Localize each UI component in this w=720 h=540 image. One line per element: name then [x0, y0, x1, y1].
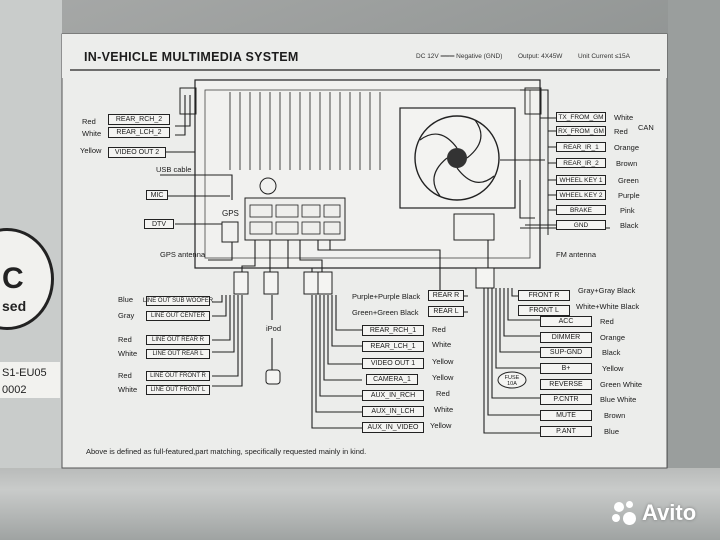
mid-speaker-box-1: REAR R [428, 290, 464, 301]
av-box-3: VIDEO OUT 1 [362, 358, 424, 369]
left-input-box-2: REAR_LCH_2 [108, 127, 170, 138]
av-color-4: Yellow [432, 373, 454, 382]
left-input-color-1: Red [82, 117, 96, 126]
gps-port-label: GPS [222, 209, 239, 218]
ipod-label: iPod [266, 324, 282, 333]
av-color-2: White [432, 340, 452, 349]
av-color-3: Yellow [432, 357, 454, 366]
right-power-color-6: Blue White [600, 395, 637, 404]
right-power-box-2: DIMMER [540, 332, 592, 343]
av-box-1: REAR_RCH_1 [362, 325, 424, 336]
chassis-bottom-edge [0, 468, 720, 540]
can-label: CAN [638, 123, 654, 132]
right-speaker-color-2: White+White Black [576, 302, 640, 311]
left-input-box-3: VIDEO OUT 2 [108, 147, 166, 158]
right-power-color-5: Green White [600, 380, 643, 389]
right-top-box-4: REAR_IR_2 [556, 158, 606, 168]
side-sticker-word: sed [2, 298, 27, 314]
line-out-box-6: LINE OUT FRONT L [146, 385, 210, 395]
chassis-right-panel [668, 0, 720, 470]
right-power-box-4: B+ [540, 363, 592, 374]
diagram-footer-note: Above is defined as full-featured,part m… [86, 447, 367, 456]
right-top-box-7: BRAKE [556, 205, 606, 215]
spec-dc: DC 12V ═══ Negative (GND) [416, 53, 503, 60]
right-top-box-8: GND [556, 220, 606, 230]
av-box-2: REAR_LCH_1 [362, 341, 424, 352]
dtv-box: DTV [144, 219, 174, 229]
right-power-color-4: Yellow [602, 364, 624, 373]
right-power-box-8: P.ANT [540, 426, 592, 437]
line-out-box-5: LINE OUT FRONT R [146, 371, 210, 381]
right-top-box-1: TX_FROM_GM [556, 112, 606, 122]
av-box-4: CAMERA_1 [366, 374, 418, 385]
right-top-color-3: Orange [614, 143, 640, 152]
right-power-color-1: Red [600, 317, 614, 326]
right-top-color-8: Black [620, 221, 639, 230]
line-out-color-2: Gray [118, 311, 135, 320]
mic-box: MIC [146, 190, 168, 200]
line-out-color-4: White [118, 349, 138, 358]
line-out-box-1: LINE OUT SUB WOOFER [142, 296, 214, 306]
av-color-6: White [434, 405, 454, 414]
right-power-box-7: MUTE [540, 410, 592, 421]
av-color-5: Red [436, 389, 450, 398]
side-code-label: 0002 [2, 384, 27, 396]
mid-speaker-color-1: Purple+Purple Black [352, 292, 421, 301]
line-out-color-6: White [118, 385, 138, 394]
line-out-color-5: Red [118, 371, 132, 380]
side-model-label-bg [0, 362, 60, 398]
right-top-color-6: Purple [618, 191, 640, 200]
fm-antenna-label: FM antenna [556, 250, 597, 259]
right-power-box-3: SUP-GND [540, 347, 592, 358]
line-out-box-2: LINE OUT CENTER [146, 311, 210, 321]
right-top-color-7: Pink [620, 206, 635, 215]
av-box-6: AUX_IN_LCH [362, 406, 424, 417]
avito-logo-icon [612, 500, 638, 526]
right-top-color-4: Brown [616, 159, 638, 168]
side-sticker-letter: C [2, 262, 24, 295]
gps-antenna-label: GPS antenna [160, 250, 206, 259]
right-top-color-1: White [614, 113, 634, 122]
av-box-5: AUX_IN_RCH [362, 390, 424, 401]
right-power-color-8: Blue [604, 427, 620, 436]
right-speaker-box-2: FRONT L [518, 305, 570, 316]
side-model-label: S1-EU05 [2, 367, 47, 379]
spec-current: Unit Current ≤15A [578, 53, 630, 60]
usb-label: USB cable [156, 165, 192, 174]
av-box-7: AUX_IN_VIDEO [362, 422, 424, 433]
line-out-box-3: LINE OUT REAR R [146, 335, 210, 345]
right-speaker-box-1: FRONT R [518, 290, 570, 301]
right-top-box-5: WHEEL KEY 1 [556, 175, 606, 185]
right-top-color-2: Red [614, 127, 628, 136]
right-power-box-5: REVERSE [540, 379, 592, 390]
left-input-color-3: Yellow [80, 146, 102, 155]
right-power-box-1: ACC [540, 316, 592, 327]
right-speaker-color-1: Gray+Gray Black [578, 286, 636, 295]
right-power-box-6: P.CNTR [540, 394, 592, 405]
spec-output: Output: 4X45W [518, 53, 563, 60]
av-color-1: Red [432, 325, 446, 334]
left-input-box-1: REAR_RCH_2 [108, 114, 170, 125]
left-input-color-2: White [82, 129, 102, 138]
right-power-color-3: Black [602, 348, 621, 357]
right-power-color-2: Orange [600, 333, 626, 342]
mid-speaker-color-2: Green+Green Black [352, 308, 419, 317]
right-top-color-5: Green [618, 176, 639, 185]
avito-watermark-text: Avito [642, 500, 697, 525]
av-color-7: Yellow [430, 421, 452, 430]
line-out-color-3: Red [118, 335, 132, 344]
right-top-box-3: REAR_IR_1 [556, 142, 606, 152]
right-top-box-6: WHEEL KEY 2 [556, 190, 606, 200]
fuse-label: FUSE 10A [504, 375, 520, 387]
right-top-box-2: RX_FROM_GM [556, 126, 606, 136]
avito-watermark: Avito [612, 500, 696, 526]
right-power-color-7: Brown [604, 411, 626, 420]
line-out-color-1: Blue [118, 295, 134, 304]
line-out-box-4: LINE OUT REAR L [146, 349, 210, 359]
diagram-title: IN-VEHICLE MULTIMEDIA SYSTEM [84, 50, 299, 64]
mid-speaker-box-2: REAR L [428, 306, 464, 317]
